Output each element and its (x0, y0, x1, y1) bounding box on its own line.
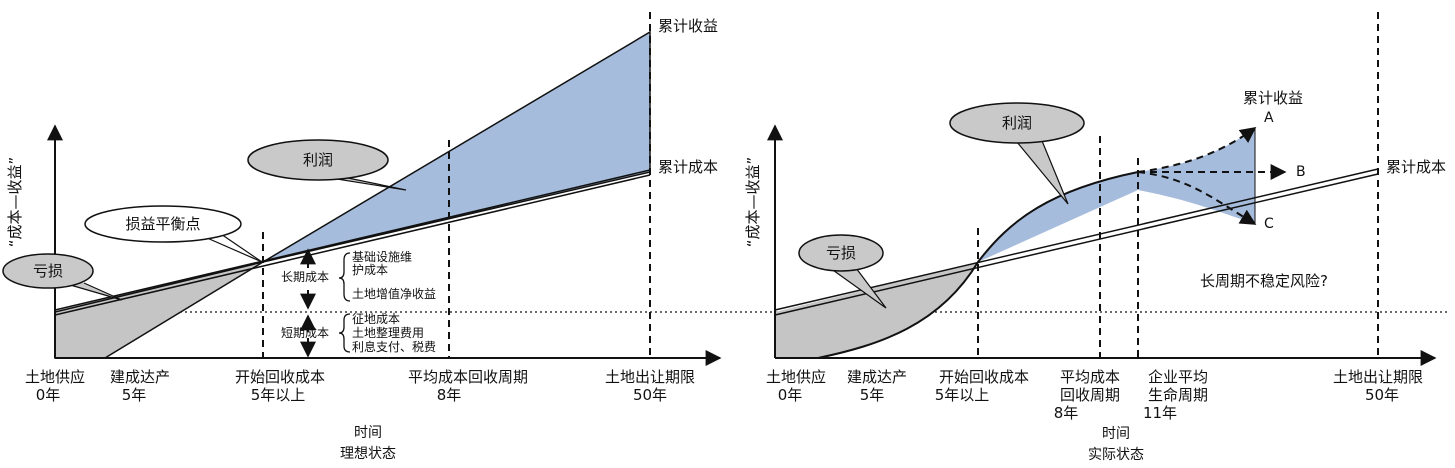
risk-text: 长周期不稳定风险? (1200, 272, 1328, 290)
right-loss-text: 亏损 (826, 244, 856, 262)
right-tick-1-line1: 建成达产 (847, 368, 907, 386)
long-term-brace (338, 252, 351, 302)
right-time-label: 时间 (1102, 426, 1130, 442)
right-cost-line-upper (774, 168, 1379, 311)
breakeven-text: 损益平衡点 (125, 215, 200, 233)
left-tick-3-line2: 8年 (437, 386, 462, 404)
breakeven-callout (84, 205, 263, 263)
right-tick-3-line1: 平均成本 (1060, 368, 1120, 386)
right-tick-1-line2: 5年 (860, 386, 885, 404)
long-term-item-2: 护成本 (352, 263, 388, 277)
left-time-label: 时间 (354, 425, 382, 441)
right-revenue-label: 累计收益 (1243, 89, 1303, 107)
short-term-label: 短期成本 (281, 326, 329, 340)
right-panel (767, 12, 1437, 366)
right-cost-line-lower (774, 173, 1379, 316)
left-tick-1-line1: 建成达产 (110, 368, 170, 386)
right-y-axis-label: “成本—收益” (744, 157, 762, 248)
long-term-item-1: 基础设施维 (352, 250, 412, 264)
right-tick-2-line2: 5年以上 (935, 386, 990, 404)
right-profit-callout (949, 102, 1085, 205)
right-tick-4-line2: 生命周期 (1148, 386, 1208, 404)
left-y-axis-label: “成本—收益” (6, 157, 24, 248)
right-tick-0-line1: 土地供应 (766, 368, 826, 386)
long-term-label: 长期成本 (281, 270, 329, 284)
right-tick-4-line3: 11年 (1143, 404, 1177, 422)
right-tick-2-line1: 开始回收成本 (939, 368, 1029, 386)
short-term-item-1: 征地成本 (352, 312, 400, 326)
left-tick-2-line2: 5年以上 (251, 386, 306, 404)
left-cost-line-upper (54, 169, 651, 311)
right-tick-5-line1: 土地出让期限 (1333, 368, 1423, 386)
left-cost-line-lower (54, 174, 651, 316)
right-loss-callout (798, 234, 887, 309)
right-loss-area (775, 262, 978, 358)
left-cost-label: 累计成本 (658, 158, 718, 176)
right-tick-3-line3: 8年 (1054, 404, 1079, 422)
left-revenue-label: 累计收益 (658, 17, 718, 35)
left-tick-0-line2: 0年 (36, 386, 61, 404)
left-state-label: 理想状态 (340, 446, 396, 462)
right-profit-area (978, 128, 1255, 262)
right-tick-0-line2: 0年 (778, 386, 803, 404)
right-tick-4-line1: 企业平均 (1148, 368, 1208, 386)
short-term-item-2: 土地整理费用 (352, 325, 424, 340)
left-tick-4-line2: 50年 (633, 386, 667, 404)
left-tick-0-line1: 土地供应 (25, 368, 85, 386)
left-tick-4-line1: 土地出让期限 (605, 368, 695, 386)
scenario-a-label: A (1264, 110, 1274, 126)
scenario-c-label: C (1264, 216, 1274, 232)
left-tick-3-line1: 平均成本回收周期 (408, 368, 528, 386)
right-tick-3-line2: 回收周期 (1060, 386, 1120, 404)
left-profit-text: 利润 (303, 151, 333, 169)
scenario-a-arrow (1137, 127, 1257, 173)
left-loss-callout (2, 253, 123, 301)
short-term-item-3: 利息支付、税费 (352, 339, 436, 354)
left-tick-1-line2: 5年 (122, 386, 147, 404)
right-tick-5-line2: 50年 (1365, 386, 1399, 404)
short-term-brace (338, 313, 351, 353)
left-profit-callout (247, 139, 407, 191)
long-term-item-3: 土地增值净收益 (352, 286, 436, 301)
right-profit-text: 利润 (1002, 114, 1032, 132)
scenario-b-label: B (1296, 164, 1306, 180)
left-loss-text: 亏损 (33, 262, 63, 280)
left-tick-2-line1: 开始回收成本 (235, 368, 325, 386)
right-state-label: 实际状态 (1088, 447, 1144, 463)
right-revenue-curve (817, 171, 1139, 359)
right-cost-label: 累计成本 (1386, 158, 1446, 176)
left-panel (2, 12, 722, 366)
scenario-c-arrow (1137, 171, 1257, 225)
